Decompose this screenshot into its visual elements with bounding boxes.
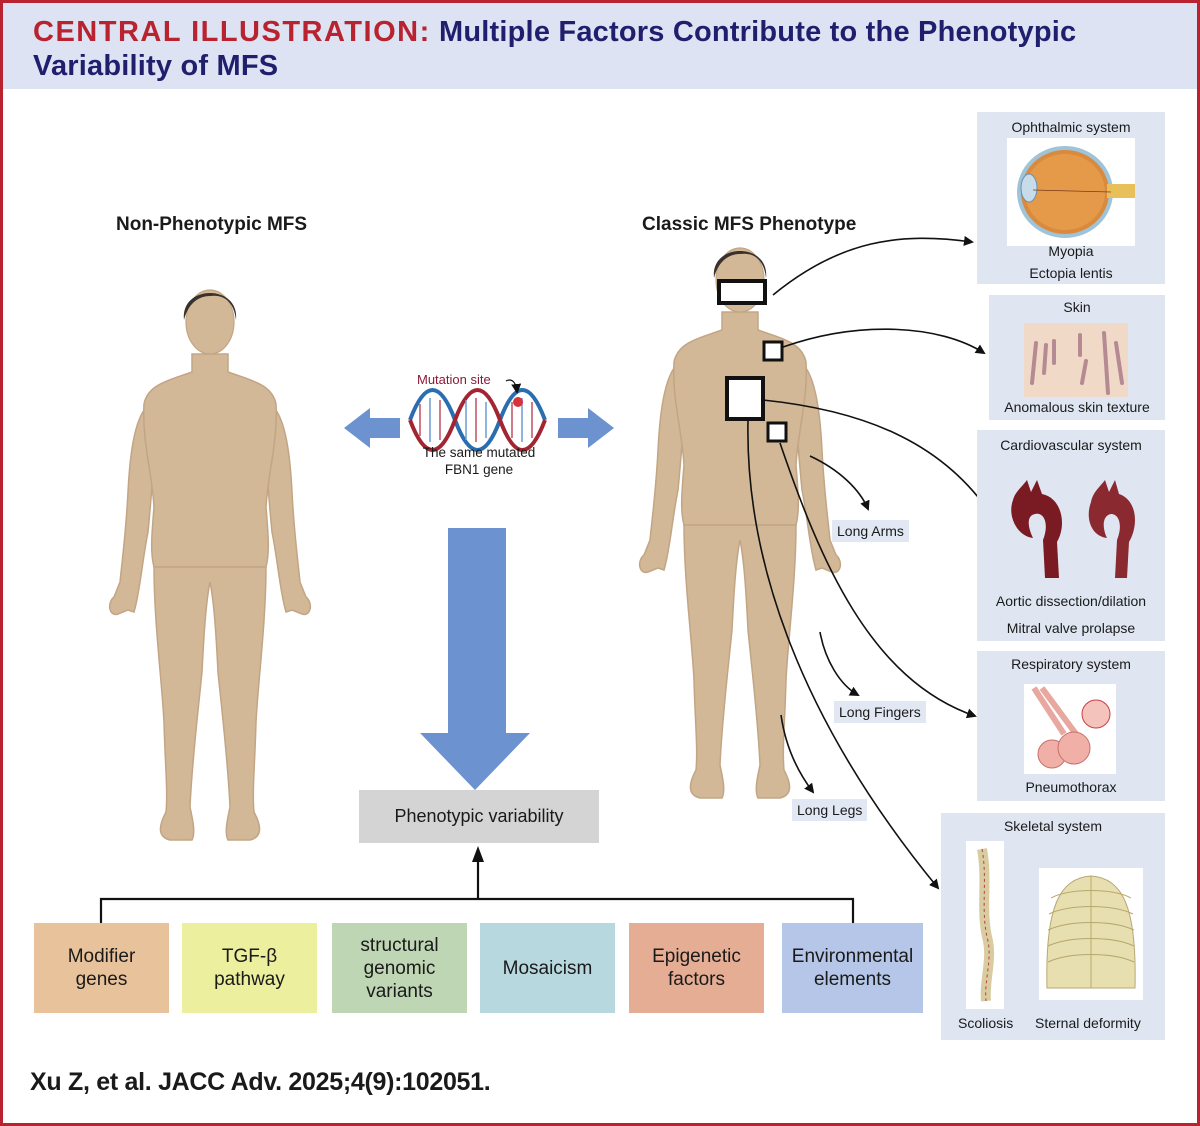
figure-title: CENTRAL ILLUSTRATION: Multiple Factors C… <box>33 15 1173 83</box>
aorta-illustration-icon <box>1011 480 1135 578</box>
factor-mosaicism: Mosaicism <box>480 923 615 1013</box>
panel-title: Ophthalmic system <box>1011 119 1131 135</box>
panel-ophthalmic: Ophthalmic system Myopia Ectopia lentis <box>977 112 1165 284</box>
title-lead: CENTRAL ILLUSTRATION: <box>33 16 431 48</box>
title-text: Multiple Factors Contribute to the Pheno… <box>33 16 1077 82</box>
arrow-right <box>558 408 614 448</box>
gene-label: The same mutated FBN1 gene <box>400 444 558 478</box>
panel-respiratory: Respiratory system Pneumothorax <box>977 651 1165 801</box>
caption-ectopia-lentis: Ectopia lentis <box>1029 265 1113 281</box>
tag-long-legs: Long Legs <box>792 799 868 821</box>
arrow-down <box>420 528 530 790</box>
non-phenotypic-label: Non-Phenotypic MFS <box>116 214 308 235</box>
panel-title: Skin <box>1063 299 1091 315</box>
connector-lines <box>747 235 992 890</box>
arrow-left <box>344 408 400 448</box>
non-phenotypic-body <box>108 289 312 841</box>
skin-marker <box>762 340 784 362</box>
panel-skin: Skin Anomalous skin texture <box>989 295 1165 420</box>
caption-sternal-deformity: Sternal deformity <box>1035 1015 1141 1031</box>
ribcage-icon <box>1039 868 1143 1000</box>
factor-bracket <box>99 858 855 923</box>
mutation-site-dot <box>513 397 523 407</box>
caption-skin-texture: Anomalous skin texture <box>1004 399 1150 415</box>
mutation-site-label: Mutation site <box>417 372 491 387</box>
tag-long-arms: Long Arms <box>832 520 909 542</box>
panel-title: Skeletal system <box>1003 818 1103 834</box>
header-banner: CENTRAL ILLUSTRATION: Multiple Factors C… <box>3 3 1197 89</box>
lung-alveoli-icon <box>1024 684 1116 774</box>
caption-aortic-dissection: Aortic dissection/dilation <box>995 593 1147 609</box>
eye-marker <box>717 279 767 305</box>
dna-helix-icon <box>408 388 547 452</box>
spine-scoliosis-icon <box>966 841 1004 1009</box>
panel-title: Respiratory system <box>1011 656 1131 672</box>
phenotypic-variability-box: Phenotypic variability <box>359 790 599 843</box>
lung-marker <box>766 421 788 443</box>
caption-myopia: Myopia <box>1048 243 1094 259</box>
up-arrow-head <box>472 846 484 862</box>
eye-illustration-icon <box>1007 138 1135 246</box>
caption-mitral-valve: Mitral valve prolapse <box>1006 620 1136 636</box>
caption-pneumothorax: Pneumothorax <box>1025 779 1117 795</box>
panel-skeletal: Skeletal system Scoliosis Sternal deform… <box>941 813 1165 1040</box>
citation: Xu Z, et al. JACC Adv. 2025;4(9):102051. <box>30 1068 491 1096</box>
mutation-pointer <box>505 379 522 394</box>
classic-phenotype-label: Classic MFS Phenotype <box>642 214 857 235</box>
tag-long-fingers: Long Fingers <box>834 701 926 723</box>
caption-scoliosis: Scoliosis <box>958 1015 1014 1031</box>
panel-title: Cardiovascular system <box>1000 437 1142 453</box>
heart-marker <box>725 376 765 421</box>
gene-label-line2: FBN1 gene <box>444 462 514 477</box>
gene-label-line1: The same mutated <box>422 445 536 460</box>
panel-cardiovascular: Cardiovascular system Aortic dissection/… <box>977 430 1165 641</box>
skin-texture-icon <box>1024 323 1128 397</box>
